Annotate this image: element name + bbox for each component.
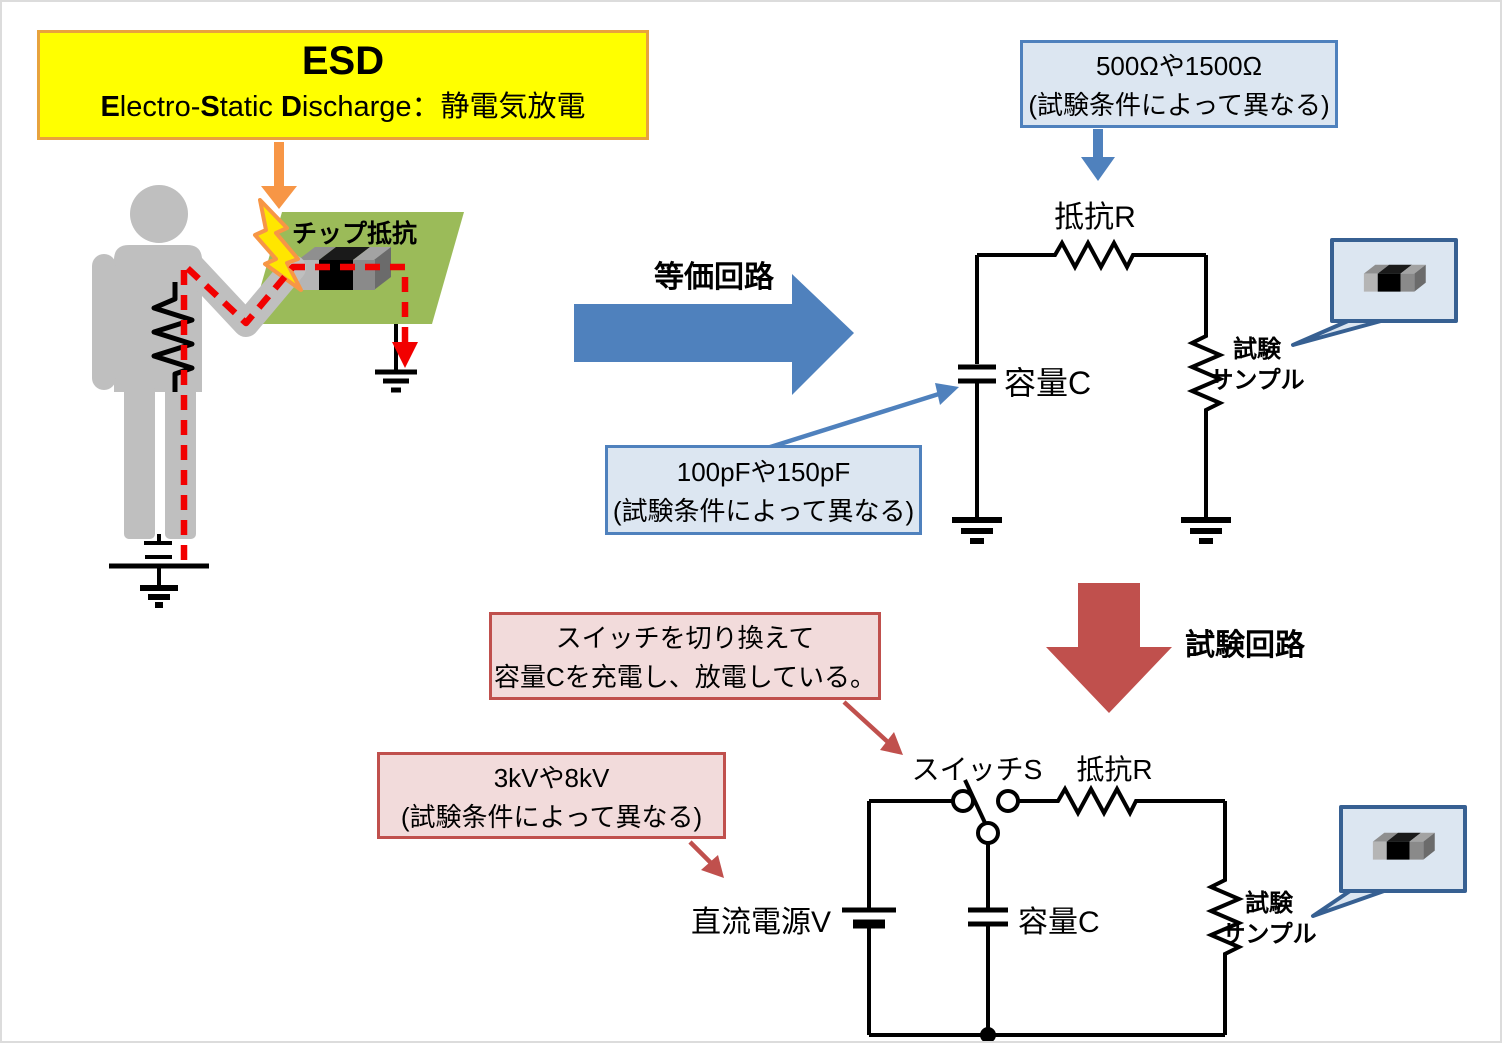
person-ground-symbol [109,534,209,608]
test-flow-label: 試験回路 [1185,629,1305,662]
test-capacitor-label: 容量C [1018,906,1100,939]
capacitance-value-line1: 100pFや150pF [676,457,851,487]
discharge-current-path [180,261,418,560]
esd-title-banner: ESD Electro-Static Discharge：静電気放電 [37,30,649,140]
resistance-value-callout: 500Ωや1500Ω (試験条件によって異なる) [1020,40,1338,128]
voltage-value-line2: (試験条件によって異なる) [400,802,703,832]
test-switch-label: スイッチS [911,754,1043,785]
eq-top-wire-and-resistor [977,238,1206,272]
person-left-leg [124,386,155,539]
eq-resistor-label: 抵抗R [1054,201,1136,234]
eq-left-ground [952,517,1002,544]
test-capacitor-plates [968,907,1008,927]
eq-chip-callout [1330,238,1458,323]
eq-capacitor-label: 容量C [1004,365,1092,401]
voltage-value-line1: 3kVや8kV [493,763,610,793]
voltage-callout-arrow-icon [688,840,724,878]
equivalent-circuit-drawing [952,238,1231,544]
test-sample-line2: サンプル [1221,921,1317,948]
test-sample-line1: 試験 [1245,890,1293,917]
switch-right-terminal [996,789,1020,813]
banner-title: ESD [301,39,385,83]
board-ground-symbol [375,324,417,393]
switch-note-line1: スイッチを切り換えて [555,623,815,653]
eq-sample-label: 試験 サンプル [1202,334,1312,396]
switch-lever [963,779,988,826]
eq-capacitor-plates [958,364,996,384]
test-sample-resistor [1205,801,1245,1035]
test-circuit-drawing [842,779,1245,1041]
capacitance-callout-arrow-icon [763,383,959,452]
person-left-arm [92,254,116,390]
test-chip-callout [1339,805,1467,893]
lightning-bolt-icon [253,198,303,292]
person-figure [92,185,306,539]
voltage-value-callout: 3kVや8kV (試験条件によって異なる) [377,752,726,839]
switch-bottom-terminal [976,821,1000,845]
banner-subtitle: Electro-Static Discharge：静電気放電 [100,91,586,123]
resistance-value-line1: 500Ωや1500Ω [1095,51,1263,81]
discharge-arrowhead-icon [392,342,418,368]
switch-note-line2: 容量Cを充電し、放電している。 [494,662,876,692]
eq-sample-line2: サンプル [1209,367,1305,394]
chip-resistor-photo-icon [1372,832,1435,860]
banner-down-arrow-icon [261,142,297,209]
switch-note-callout: スイッチを切り換えて 容量Cを充電し、放電している。 [489,612,881,700]
resistance-value-line2: (試験条件によって異なる) [1028,90,1330,120]
test-resistor-label: 抵抗R [1076,754,1153,785]
capacitance-value-line2: (試験条件によって異なる) [612,496,915,526]
equivalent-flow-label: 等価回路 [654,261,774,294]
eq-right-ground [1181,517,1231,544]
person-head [130,185,188,243]
eq-sample-resistor [1186,255,1226,519]
person-right-leg [165,386,196,539]
person-torso [114,245,202,392]
equivalent-flow-arrow-icon [574,274,854,395]
test-flow-arrow-icon [1046,583,1172,713]
test-source-label: 直流電源V [690,906,831,939]
capacitance-value-callout: 100pFや150pF (試験条件によって異なる) [605,445,922,535]
resistance-callout-arrow-icon [1081,129,1115,181]
chip-resistor-label: チップ抵抗 [292,220,418,248]
switch-note-arrow-icon [842,700,903,755]
test-resistor [1018,784,1225,818]
test-sample-label: 試験 サンプル [1214,888,1324,950]
junction-dot [980,1027,996,1041]
eq-sample-line1: 試験 [1233,336,1281,363]
chip-resistor-photo-icon [1363,264,1426,292]
